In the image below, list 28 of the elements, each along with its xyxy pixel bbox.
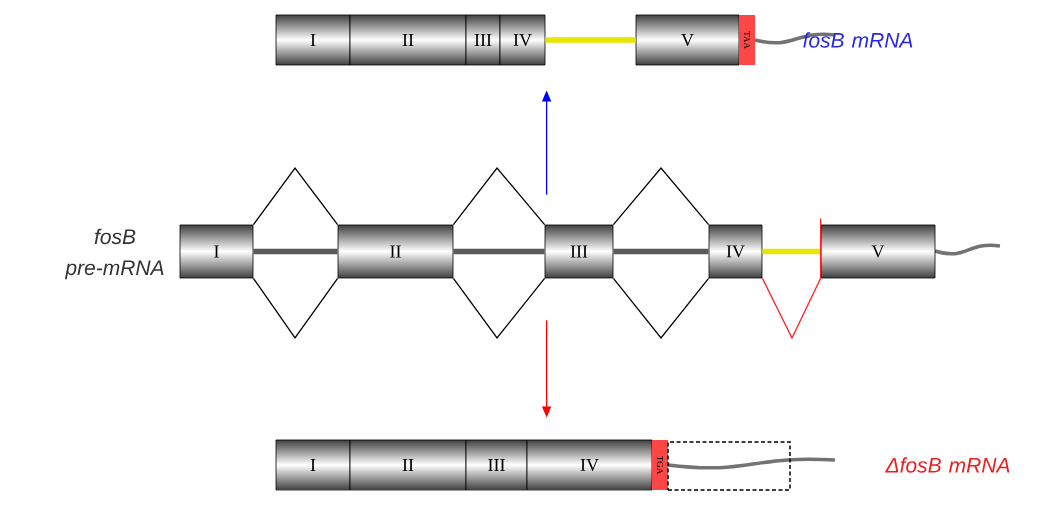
- transcript-label: fosB mRNA: [803, 32, 913, 48]
- splice-line: [612, 277, 710, 340]
- exon-box: I: [179, 224, 254, 279]
- exon-box: III: [465, 439, 528, 491]
- splice-line: [252, 277, 339, 340]
- exon-box: IV: [499, 14, 546, 66]
- exon-box: III: [465, 14, 501, 66]
- intron-bar: [613, 248, 709, 255]
- intron-bar: [545, 37, 636, 43]
- splice-line: [761, 217, 822, 340]
- exon-box: V: [635, 14, 740, 66]
- exon-box: V: [820, 224, 936, 279]
- stop-codon-band: TAA: [739, 15, 755, 65]
- transcript-label: ΔfosB mRNA: [885, 457, 1010, 473]
- dashed-box: [667, 441, 791, 491]
- splice-line: [452, 277, 546, 340]
- intron-bar: [253, 248, 338, 255]
- exon-box: I: [275, 439, 351, 491]
- splice-line: [452, 166, 546, 226]
- exon-box: I: [275, 14, 351, 66]
- splice-line: [612, 167, 710, 226]
- exon-box: IV: [708, 224, 763, 279]
- exon-box: II: [337, 224, 454, 279]
- splice-line: [252, 166, 339, 226]
- intron-bar: [453, 248, 545, 255]
- exon-box: III: [544, 224, 614, 279]
- stop-codon-band: TGA: [652, 440, 668, 490]
- intron-bar: [762, 248, 821, 255]
